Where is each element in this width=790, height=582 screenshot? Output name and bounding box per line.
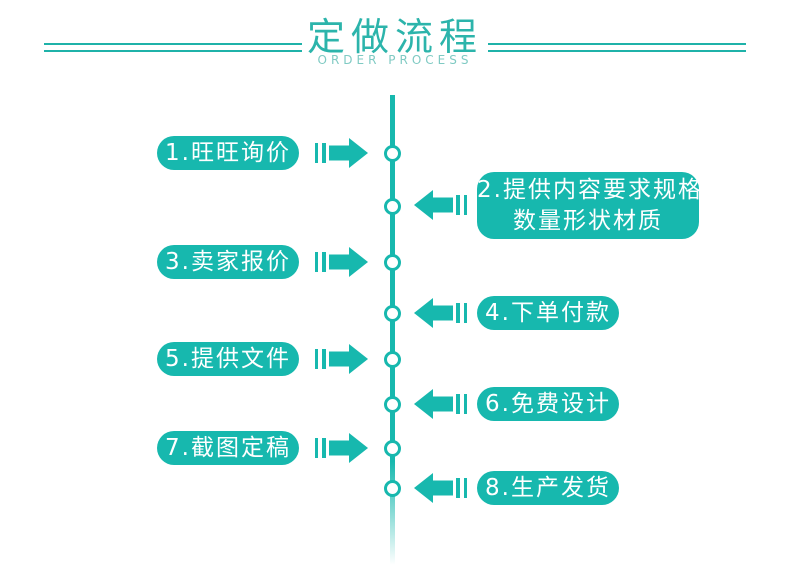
page-title: 定做流程 xyxy=(306,15,483,59)
step-2-label: 2.提供内容要求规格 xyxy=(477,176,703,203)
decor-line xyxy=(44,43,302,45)
timeline-node-icon xyxy=(384,480,401,497)
timeline-node-icon xyxy=(384,198,401,215)
timeline-line xyxy=(390,95,395,565)
step-5-label: 5.提供文件 xyxy=(165,345,291,372)
step-7-label: 7.截图定稿 xyxy=(165,434,291,461)
arrow-left-icon xyxy=(414,473,467,503)
timeline-node-icon xyxy=(384,440,401,457)
decor-line xyxy=(488,43,746,45)
decor-line xyxy=(488,50,746,52)
arrow-right-icon xyxy=(315,433,368,463)
step-3-label: 3.卖家报价 xyxy=(165,248,291,275)
arrow-right-icon xyxy=(315,138,368,168)
arrow-left-icon xyxy=(414,389,467,419)
timeline-node-icon xyxy=(384,351,401,368)
step-4-label: 4.下单付款 xyxy=(485,299,611,326)
timeline-node-icon xyxy=(384,396,401,413)
arrow-left-icon xyxy=(414,298,467,328)
step-3-pill: 3.卖家报价 xyxy=(157,245,299,279)
step-4-pill: 4.下单付款 xyxy=(477,296,619,330)
step-1-label: 1.旺旺询价 xyxy=(165,139,291,166)
step-8-pill: 8.生产发货 xyxy=(477,471,619,505)
step-2-pill: 2.提供内容要求规格 数量形状材质 xyxy=(477,172,703,239)
step-7-pill: 7.截图定稿 xyxy=(157,431,299,465)
timeline-node-icon xyxy=(384,145,401,162)
page-subtitle: ORDER PROCESS xyxy=(317,53,473,67)
step-2-label-line2: 数量形状材质 xyxy=(513,207,663,234)
step-5-pill: 5.提供文件 xyxy=(157,342,299,376)
decor-line xyxy=(44,50,302,52)
decor-lines-right xyxy=(488,43,746,52)
arrow-right-icon xyxy=(315,344,368,374)
step-6-label: 6.免费设计 xyxy=(485,390,611,417)
decor-lines-left xyxy=(44,43,302,52)
step-8-label: 8.生产发货 xyxy=(485,474,611,501)
arrow-right-icon xyxy=(315,247,368,277)
timeline-node-icon xyxy=(384,254,401,271)
step-1-pill: 1.旺旺询价 xyxy=(157,136,299,170)
step-6-pill: 6.免费设计 xyxy=(477,387,619,421)
arrow-left-icon xyxy=(414,190,467,220)
timeline-node-icon xyxy=(384,305,401,322)
